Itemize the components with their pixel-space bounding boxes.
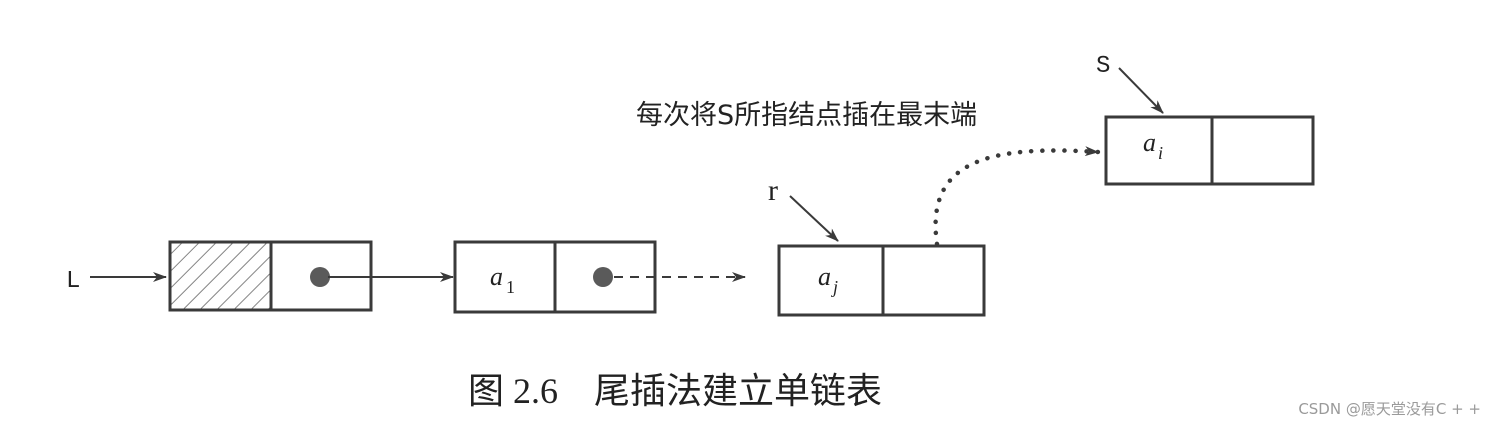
pointer-r-arrow — [789, 195, 839, 242]
pointer-l-label: L — [66, 268, 80, 295]
insertion-dotted-arc — [933, 146, 1101, 247]
pointer-r-label: r — [768, 174, 778, 207]
pointer-s-label: S — [1096, 53, 1110, 80]
head-node-hatched-field — [170, 242, 271, 310]
annotation-text: 每次将S所指结点插在最末端 — [636, 100, 977, 131]
figure-caption: 图 2.6 尾插法建立单链表 — [468, 371, 882, 411]
node-a1-pointer-dot — [593, 267, 613, 287]
watermark: CSDN @愿天堂没有C + + — [1298, 400, 1481, 418]
pointer-s-arrow — [1118, 67, 1164, 114]
head-pointer-dot — [310, 267, 330, 287]
